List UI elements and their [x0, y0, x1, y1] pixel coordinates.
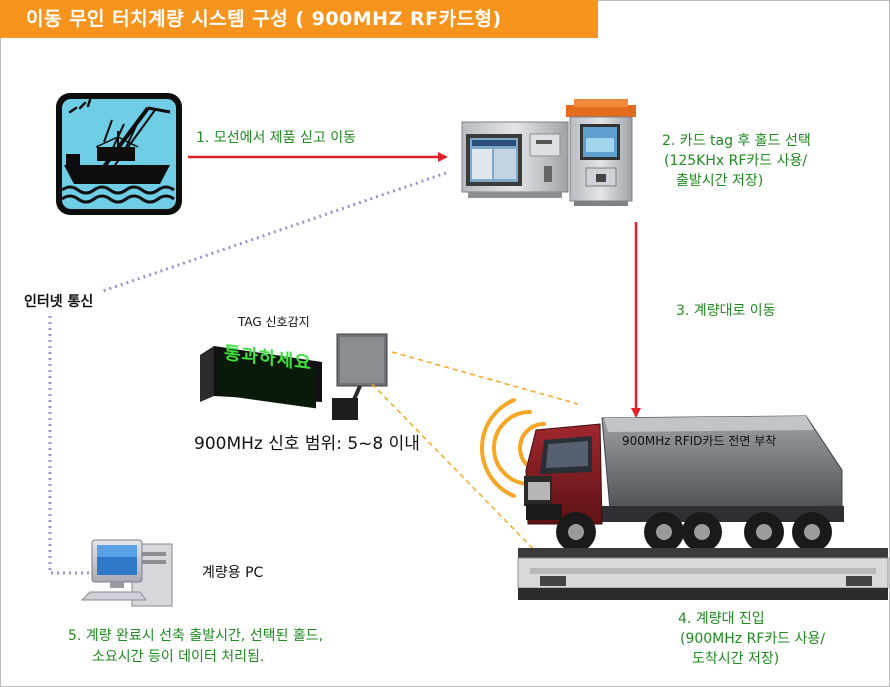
step2-label-line1: 2. 카드 tag 후 홀드 선택 [662, 133, 811, 149]
pc-label: 계량용 PC [202, 565, 264, 581]
step2-label-line2: (125KHx RF카드 사용/ [664, 153, 808, 169]
card-reader-kiosk-icon [566, 99, 636, 206]
step1-label: 1. 모선에서 제품 싣고 이동 [196, 130, 356, 146]
page-title: 이동 무인 터치계량 시스템 구성 ( 900MHZ RF카드형) [0, 0, 598, 38]
signal-range-label: 900MHz 신호 범위: 5~8 이내 [194, 434, 420, 454]
internet-link-line [99, 171, 447, 294]
step4-label-line2: (900MHz RF카드 사용/ [680, 631, 826, 647]
step2-label-line3: 출발시간 저장) [676, 173, 764, 189]
step5-label-line1: 5. 계량 완료시 선축 출발시간, 선택된 홀드, [68, 628, 324, 644]
tag-sensing-label: TAG 신호감지 [238, 315, 310, 329]
rfid-attach-label: 900MHz RFID카드 전면 부착 [622, 434, 777, 448]
step5-label-line2: 소요시간 등이 데이터 처리됨. [92, 649, 265, 665]
computer-pc-icon [80, 539, 173, 607]
led-display-sign-icon [200, 346, 322, 409]
step3-label: 3. 계량대로 이동 [676, 303, 776, 319]
range-lines [371, 351, 579, 557]
ship-crane-icon [56, 93, 182, 215]
pc-link-line [48, 316, 92, 575]
rfid-antenna-reader-icon [332, 333, 388, 420]
internet-label: 인터넷 통신 [24, 294, 94, 310]
dump-truck-icon [524, 415, 844, 552]
step4-label-line3: 도착시간 저장) [692, 651, 780, 667]
step4-label-line1: 4. 계량대 진입 [678, 611, 765, 627]
weighbridge-scale-icon [517, 548, 889, 600]
kiosk-terminal-icon [461, 121, 569, 198]
